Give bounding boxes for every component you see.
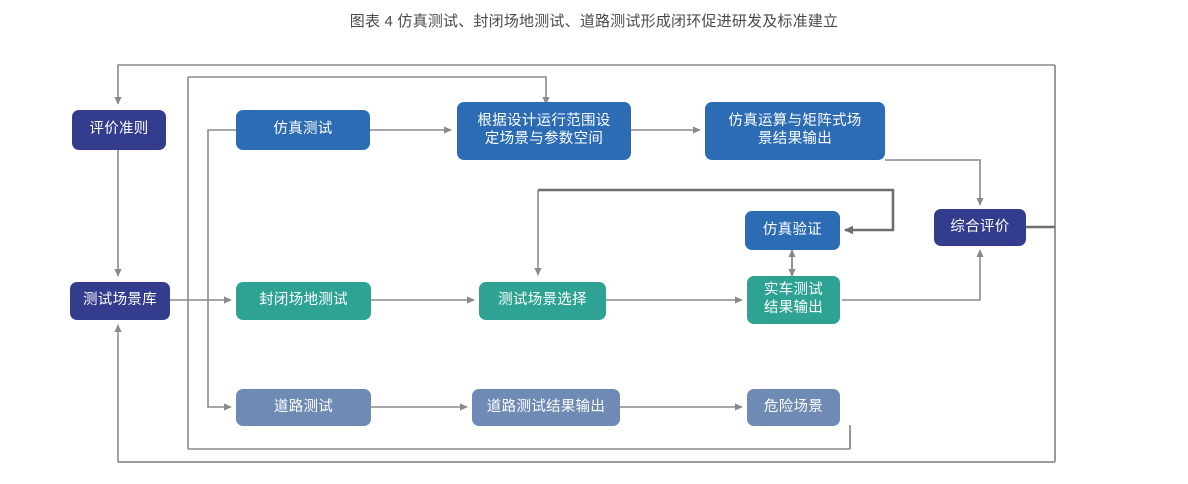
node-simulation-test[interactable]: 仿真测试 xyxy=(236,110,370,150)
node-hazard-scenario[interactable]: 危险场景 xyxy=(747,389,840,426)
node-closed-field-test[interactable]: 封闭场地测试 xyxy=(236,282,371,320)
node-odd-scenario-space[interactable]: 根据设计运行范围设 定场景与参数空间 xyxy=(457,102,631,160)
node-comprehensive-eval[interactable]: 综合评价 xyxy=(934,209,1026,246)
node-vehicle-test-output[interactable]: 实车测试 结果输出 xyxy=(747,276,840,324)
node-label: 测试场景库 xyxy=(83,292,157,309)
node-road-test-output[interactable]: 道路测试结果输出 xyxy=(472,389,620,426)
node-label: 道路测试结果输出 xyxy=(486,398,606,415)
node-label: 危险场景 xyxy=(763,398,824,415)
node-simulation-output[interactable]: 仿真运算与矩阵式场 景结果输出 xyxy=(705,102,885,160)
node-label-line-2: 景结果输出 xyxy=(758,131,832,147)
node-label-line-1: 根据设计运行范围设 xyxy=(477,113,611,130)
node-evaluation-criteria[interactable]: 评价准则 xyxy=(72,110,166,150)
node-label-line-2: 结果输出 xyxy=(763,300,824,316)
node-label-line-1: 仿真运算与矩阵式场 xyxy=(728,113,862,130)
figure-title: 图表 4 仿真测试、封闭场地测试、道路测试形成闭环促进研发及标准建立 xyxy=(349,13,839,30)
node-label: 仿真验证 xyxy=(762,221,823,238)
node-label: 评价准则 xyxy=(89,121,149,138)
node-road-test[interactable]: 道路测试 xyxy=(236,389,371,426)
node-simulation-verify[interactable]: 仿真验证 xyxy=(745,211,840,250)
node-label: 封闭场地测试 xyxy=(259,292,348,309)
node-label-line-2: 定场景与参数空间 xyxy=(484,131,604,147)
node-scenario-selection[interactable]: 测试场景选择 xyxy=(479,282,606,320)
node-label: 仿真测试 xyxy=(273,121,333,138)
node-label-line-1: 实车测试 xyxy=(763,282,824,299)
node-label: 测试场景选择 xyxy=(498,292,587,309)
node-label: 综合评价 xyxy=(950,218,1010,235)
node-scenario-library[interactable]: 测试场景库 xyxy=(70,282,170,320)
node-label: 道路测试 xyxy=(273,398,334,415)
